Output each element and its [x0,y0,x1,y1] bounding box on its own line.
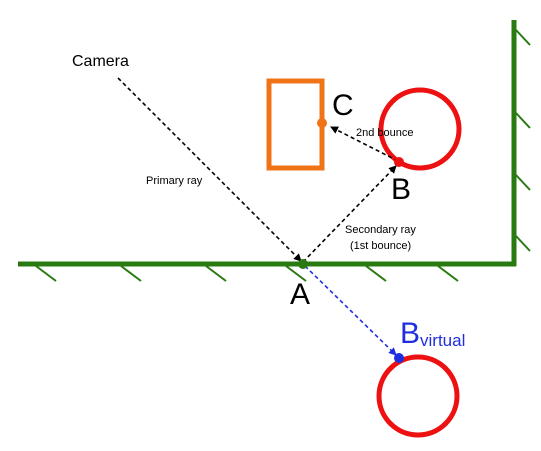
circle-object [378,87,462,171]
wall-surface [511,20,531,266]
primary-ray-label: Primary ray [146,175,203,187]
primary-ray-arrow [117,77,302,262]
rectangle-object [266,78,325,171]
point-c-dot [317,118,327,128]
virtual-ray-arrow [304,265,397,356]
virtual-b-main: B [400,317,420,350]
point-b-virtual-dot [394,353,404,363]
point-c-label: C [332,89,354,122]
point-b-virtual-label: Bvirtual [400,317,465,350]
first-bounce-label: (1st bounce) [350,240,411,252]
camera-label: Camera [72,53,129,70]
point-a-dot [298,259,308,269]
second-bounce-label: 2nd bounce [356,127,414,139]
virtual-circle-object [376,354,460,438]
point-b-dot [394,157,404,167]
virtual-b-subscript: virtual [420,331,465,350]
secondary-ray-label: Secondary ray [345,224,416,236]
point-b-label: B [391,173,411,206]
point-a-label: A [290,278,310,311]
floor-surface [18,261,516,282]
second-bounce-arrow [330,126,399,162]
secondary-ray-arrow [302,165,397,263]
